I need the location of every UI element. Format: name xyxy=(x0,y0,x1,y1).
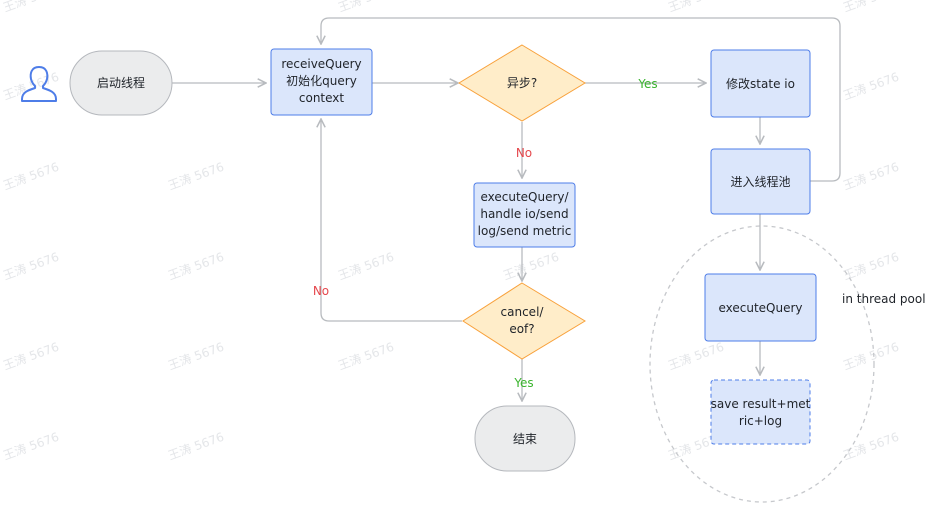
cancel-decision-line-1: cancel/ xyxy=(501,305,545,319)
watermark: 王涛 5676 xyxy=(841,339,901,373)
watermark: 王涛 5676 xyxy=(166,429,226,463)
user-icon xyxy=(21,66,57,102)
modify-state-node: 修改state io xyxy=(710,49,811,118)
receive-query-line-2: 初始化query xyxy=(286,74,357,88)
connectors xyxy=(172,17,841,401)
watermark: 王涛 5676 xyxy=(166,339,226,373)
edge-label-no: No xyxy=(516,146,532,160)
watermark: 王涛 5676 xyxy=(1,159,61,193)
start-node: 启动线程 xyxy=(69,50,173,116)
execute-node: executeQuery/ handle io/send log/send me… xyxy=(473,182,576,248)
watermark: 王涛 5676 xyxy=(841,159,901,193)
thread-pool-region xyxy=(649,225,875,503)
watermark: 王涛 5676 xyxy=(166,159,226,193)
arrow-cancel-no-loop xyxy=(321,119,462,322)
watermark: 王涛 5676 xyxy=(841,69,901,103)
execute-line-2: handle io/send xyxy=(480,207,568,221)
cancel-decision-line-2: eof? xyxy=(509,322,534,336)
pool-execute-node: executeQuery xyxy=(704,273,817,342)
execute-line-1: executeQuery/ xyxy=(480,190,569,204)
watermark: 王涛 5676 xyxy=(336,249,396,283)
watermark: 王涛 5676 xyxy=(1,249,61,283)
modify-state-label: 修改state io xyxy=(726,76,795,91)
watermark: 王涛 5676 xyxy=(666,339,726,373)
watermark: 王涛 5676 xyxy=(666,0,726,15)
watermark: 王涛 5676 xyxy=(841,0,901,15)
edge-label-no-loop: No xyxy=(313,284,329,298)
watermark: 王涛 5676 xyxy=(1,339,61,373)
receive-query-node: receiveQuery 初始化query context xyxy=(270,48,373,116)
pool-execute-label: executeQuery xyxy=(718,301,802,315)
watermark: 王涛 5676 xyxy=(841,429,901,463)
end-node: 结束 xyxy=(474,405,576,472)
save-result-line-2: ric+log xyxy=(739,414,782,428)
enter-pool-label: 进入线程池 xyxy=(730,174,790,189)
end-node-label: 结束 xyxy=(513,432,537,446)
thread-pool-label: in thread pool xyxy=(842,292,926,306)
watermark: 王涛 5676 xyxy=(501,249,561,283)
execute-line-3: log/send metric xyxy=(478,224,572,238)
watermark: 王涛 5676 xyxy=(1,429,61,463)
watermark: 王涛 5676 xyxy=(1,0,61,15)
save-result-node: save result+met ric+log xyxy=(710,379,811,445)
watermark: 王涛 5676 xyxy=(166,249,226,283)
edge-label-yes: Yes xyxy=(637,77,657,91)
start-node-label: 启动线程 xyxy=(97,75,145,90)
arrow-pool-loop-back xyxy=(321,17,841,182)
async-decision-label: 异步? xyxy=(507,76,537,90)
watermark: 王涛 5676 xyxy=(336,339,396,373)
watermark: 王涛 5676 xyxy=(336,0,396,15)
async-decision-node: 异步? xyxy=(458,44,586,122)
enter-pool-node: 进入线程池 xyxy=(710,148,811,215)
edge-label-yes-end: Yes xyxy=(513,376,533,390)
save-result-line-1: save result+met xyxy=(711,397,811,411)
cancel-decision-node: cancel/ eof? xyxy=(462,282,586,360)
receive-query-line-3: context xyxy=(299,91,345,105)
receive-query-line-1: receiveQuery xyxy=(281,57,361,71)
